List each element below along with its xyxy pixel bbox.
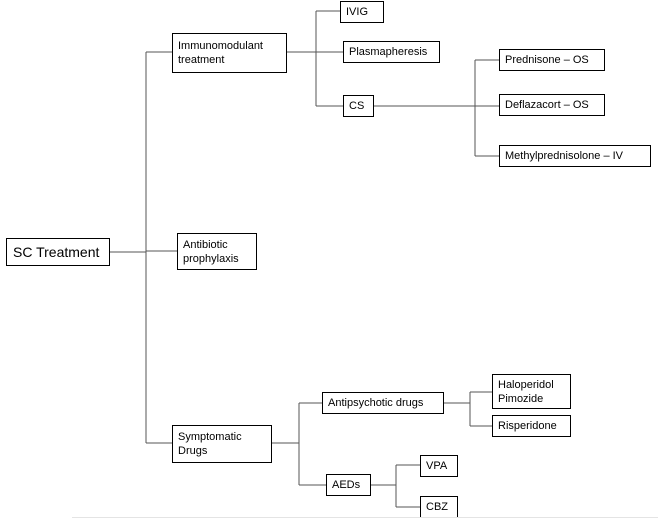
node-aeds: AEDs	[326, 474, 371, 496]
node-antipsychotic-drugs: Antipsychotic drugs	[322, 392, 444, 414]
node-antibiotic-prophylaxis: Antibiotic prophylaxis	[177, 233, 257, 270]
node-prednisone-os: Prednisone – OS	[499, 49, 605, 71]
node-cs: CS	[343, 95, 374, 117]
node-risperidone: Risperidone	[492, 415, 571, 437]
node-plasmapheresis: Plasmapheresis	[343, 41, 440, 63]
node-cbz: CBZ	[420, 496, 458, 518]
node-ivig: IVIG	[340, 1, 384, 23]
node-immunomodulant-treatment: Immunomodulant treatment	[172, 33, 287, 73]
node-methylprednisolone-iv: Methylprednisolone – IV	[499, 145, 651, 167]
node-haloperidol-pimozide: Haloperidol Pimozide	[492, 374, 571, 409]
bottom-divider	[72, 517, 658, 518]
node-symptomatic-drugs: Symptomatic Drugs	[172, 425, 272, 463]
root-node-sc-treatment: SC Treatment	[6, 238, 110, 266]
node-deflazacort-os: Deflazacort – OS	[499, 94, 605, 116]
node-vpa: VPA	[420, 455, 458, 477]
